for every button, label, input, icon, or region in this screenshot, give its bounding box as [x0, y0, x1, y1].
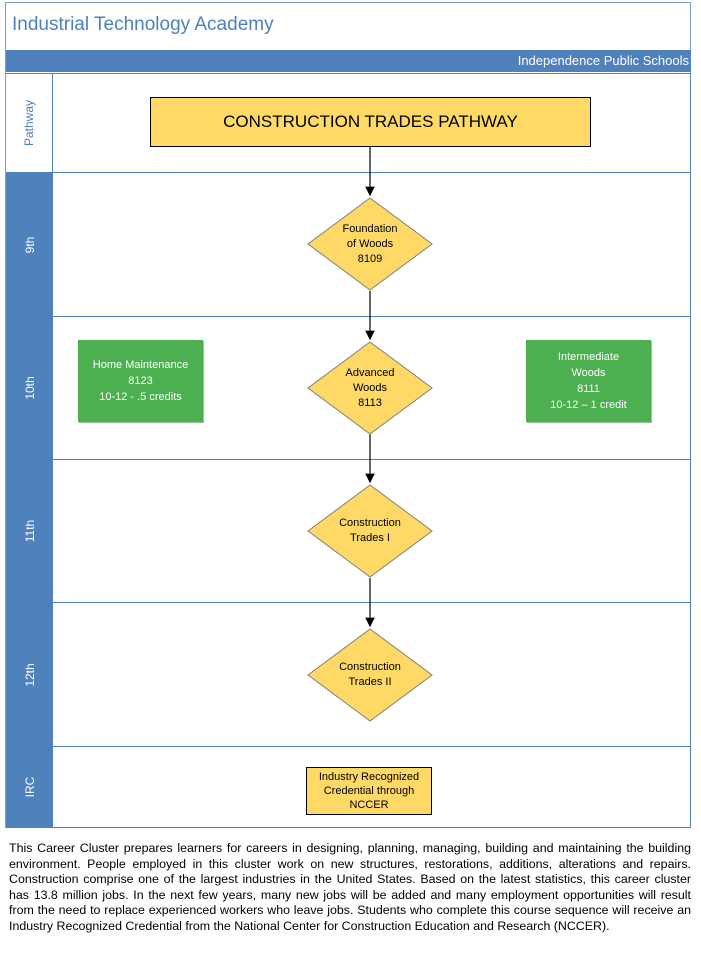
- lane-header-10th: 10th: [6, 317, 53, 459]
- course-line: Construction: [339, 517, 401, 529]
- course-line: Woods: [352, 381, 388, 394]
- elective-line: Woods: [571, 367, 606, 379]
- course-line: Trades I: [350, 532, 390, 544]
- credential-line: Industry Recognized: [318, 771, 420, 783]
- course-construction-trades-2: Construction Trades II: [307, 628, 433, 722]
- lane-9th: 9th: [6, 172, 691, 316]
- elective-intermediate-woods: Intermediate Woods 8111 10-12 – 1 credit: [526, 340, 651, 422]
- elective-code: 8111: [577, 383, 600, 395]
- diamond-shape: [307, 628, 433, 722]
- elective-line: Intermediate: [557, 351, 620, 363]
- lane-header-pathway: Pathway: [6, 74, 53, 172]
- diamond-shape: [307, 341, 433, 435]
- lane-pathway: Pathway: [6, 73, 691, 172]
- elective-credits: 10-12 – 1 credit: [550, 399, 627, 411]
- course-line: Trades II: [348, 676, 392, 688]
- lane-body-irc: [53, 747, 691, 827]
- diamond-shape: [307, 484, 433, 578]
- course-line: of Woods: [346, 237, 394, 250]
- lane-header-11th: 11th: [6, 460, 53, 602]
- lane-irc: IRC: [6, 746, 691, 828]
- elective-credits: 10-12 - .5 credits: [99, 391, 182, 403]
- lane-header-9th: 9th: [6, 173, 53, 316]
- lane-12th: 12th: [6, 602, 691, 746]
- course-construction-trades-1: Construction Trades I: [307, 484, 433, 578]
- lane-body-12th: [53, 603, 691, 746]
- elective-code: 8123: [128, 375, 153, 387]
- cluster-description: This Career Cluster prepares learners fo…: [9, 841, 691, 933]
- credential-line: NCCER: [349, 799, 389, 811]
- lane-header-12th: 12th: [6, 603, 53, 746]
- academy-title: Industrial Technology Academy: [12, 14, 274, 35]
- lane-header-irc: IRC: [6, 747, 53, 827]
- lane-10th: 10th: [6, 316, 691, 459]
- lane-body-pathway: [53, 74, 691, 172]
- course-line: Foundation: [342, 222, 398, 235]
- credential-box: Industry Recognized Credential through N…: [306, 767, 432, 815]
- course-code: 8113: [358, 396, 382, 409]
- course-foundation-of-woods: Foundation of Woods 8109: [307, 197, 433, 291]
- pathway-title-box: CONSTRUCTION TRADES PATHWAY: [150, 97, 591, 147]
- course-line: Construction: [339, 661, 401, 673]
- lane-11th: 11th: [6, 459, 691, 602]
- credential-line: Credential through: [323, 785, 415, 797]
- diamond-shape: [307, 197, 433, 291]
- district-name: Independence Public Schools: [517, 53, 689, 68]
- elective-line: Home Maintenance: [92, 359, 189, 371]
- district-bar: Independence Public Schools: [6, 50, 691, 72]
- lane-body-10th: [53, 317, 691, 459]
- course-code: 8109: [357, 252, 383, 265]
- elective-home-maintenance: Home Maintenance 8123 10-12 - .5 credits: [78, 340, 203, 422]
- pathway-title: CONSTRUCTION TRADES PATHWAY: [223, 112, 518, 131]
- course-line: Advanced: [345, 366, 395, 379]
- lane-body-11th: [53, 460, 691, 602]
- course-advanced-woods: Advanced Woods 8113: [307, 341, 433, 435]
- lane-body-9th: [53, 173, 691, 316]
